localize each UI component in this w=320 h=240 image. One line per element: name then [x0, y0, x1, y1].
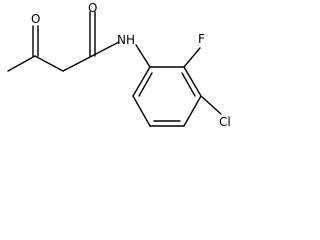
- bond-methyl-ketone: [7, 55, 36, 72]
- bond-n-ring: [135, 44, 151, 68]
- ring-bond-2: [183, 66, 202, 97]
- atom-cl: Cl: [219, 115, 231, 129]
- ring-bond-6: [132, 66, 151, 97]
- atom-nh: NH: [117, 33, 135, 47]
- bond-amide-n: [91, 41, 120, 57]
- molecule-diagram: O O NH F Cl: [7, 1, 231, 129]
- atom-o-amide: O: [88, 1, 97, 15]
- atom-o-ketone: O: [31, 12, 40, 26]
- ring-bond-5: [132, 95, 151, 127]
- structure-canvas: O O NH F Cl: [7, 1, 231, 129]
- atom-f: F: [198, 32, 205, 46]
- bond-ketone-ch2: [34, 55, 64, 72]
- bond-ch2-amide: [62, 55, 93, 72]
- ring-inner-bond-3: [138, 72, 153, 97]
- bond-ring-cl: [200, 95, 222, 115]
- ring-bond-3: [183, 95, 202, 127]
- ring-inner-bond-1: [181, 72, 196, 97]
- bond-ring-f: [183, 47, 201, 68]
